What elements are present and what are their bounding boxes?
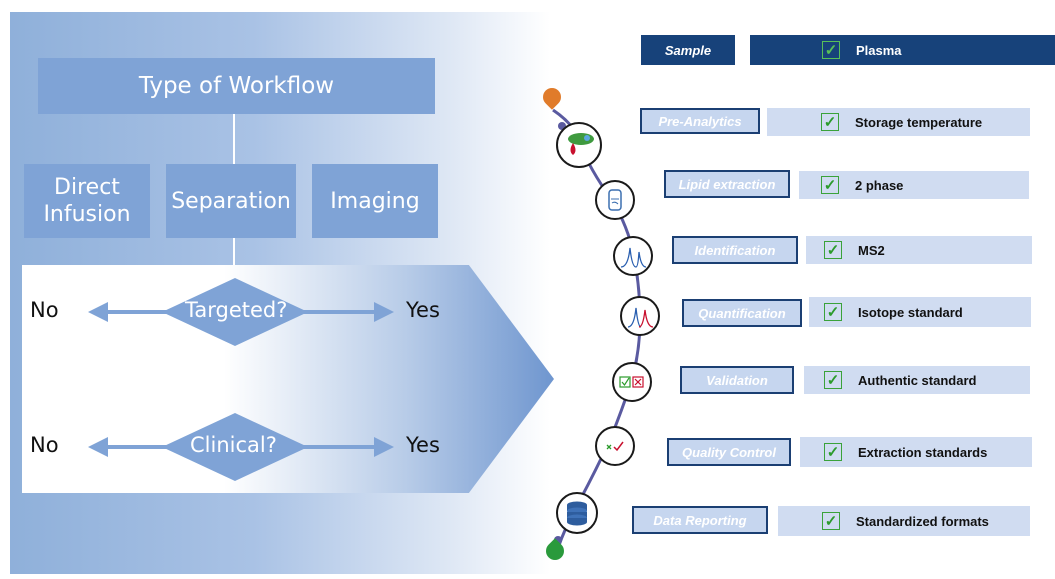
stage-label-lipid-extraction: Lipid extraction <box>664 170 790 198</box>
value-bar-identification: ✓ MS2 <box>806 236 1032 264</box>
value-bar-lipid-extraction: ✓ 2 phase <box>799 171 1029 199</box>
checkbox-check-icon: ✓ <box>821 113 839 131</box>
value-bar-validation: ✓ Authentic standard <box>804 366 1030 394</box>
checkbox-check-icon: ✓ <box>824 241 842 259</box>
option-separation: Separation <box>166 164 296 238</box>
value-text-lipid-extraction: 2 phase <box>855 177 904 193</box>
decision-clinical-no: No <box>30 433 59 457</box>
option-imaging: Imaging <box>312 164 438 238</box>
value-bar-data-reporting: ✓ Standardized formats <box>778 506 1030 536</box>
decision-diamond-targeted <box>162 278 308 346</box>
value-text-validation: Authentic standard <box>858 372 977 388</box>
value-bar-quantification: ✓ Isotope standard <box>809 297 1031 327</box>
decision-targeted: Targeted? <box>185 298 288 322</box>
quantification-peaks-icon <box>620 296 660 336</box>
checkbox-check-icon: ✓ <box>821 176 839 194</box>
decision-diamond-clinical <box>162 413 308 481</box>
option-direct-infusion: Direct Infusion <box>24 164 150 238</box>
decision-targeted-no: No <box>30 298 59 322</box>
decision-clinical-yes: Yes <box>406 433 440 457</box>
decision-diagram <box>88 278 394 481</box>
stage-label-identification: Identification <box>672 236 798 264</box>
blood-sample-icon <box>556 122 602 168</box>
validation-checkbox-icon <box>612 362 652 402</box>
checkbox-check-icon: ✓ <box>824 371 842 389</box>
stage-label-validation: Validation <box>680 366 794 394</box>
extraction-vial-icon <box>595 180 635 220</box>
checkbox-check-icon: ✓ <box>824 443 842 461</box>
ms-spectrum-icon <box>613 236 653 276</box>
checkbox-check-icon: ✓ <box>822 41 840 59</box>
stage-label-sample: Sample <box>641 35 735 65</box>
decision-targeted-yes: Yes <box>406 298 440 322</box>
value-bar-quality-control: ✓ Extraction standards <box>800 437 1032 467</box>
value-text-data-reporting: Standardized formats <box>856 513 989 529</box>
stage-label-data-reporting: Data Reporting <box>632 506 768 534</box>
value-text-quantification: Isotope standard <box>858 304 963 320</box>
database-icon <box>556 492 598 534</box>
checkbox-check-icon: ✓ <box>824 303 842 321</box>
value-text-identification: MS2 <box>858 242 885 258</box>
stage-label-pre-analytics: Pre-Analytics <box>640 108 760 134</box>
decision-clinical: Clinical? <box>190 433 277 457</box>
value-bar-sample: ✓ Plasma <box>750 35 1055 65</box>
stage-label-quantification: Quantification <box>682 299 802 327</box>
stage-label-quality-control: Quality Control <box>667 438 791 466</box>
workflow-title: Type of Workflow <box>38 58 435 114</box>
quality-control-icon <box>595 426 635 466</box>
value-text-sample: Plasma <box>856 42 902 58</box>
value-bar-pre-analytics: ✓ Storage temperature <box>767 108 1030 136</box>
checkbox-check-icon: ✓ <box>822 512 840 530</box>
value-text-pre-analytics: Storage temperature <box>855 114 983 130</box>
value-text-quality-control: Extraction standards <box>858 444 988 460</box>
connector-line <box>233 114 235 164</box>
